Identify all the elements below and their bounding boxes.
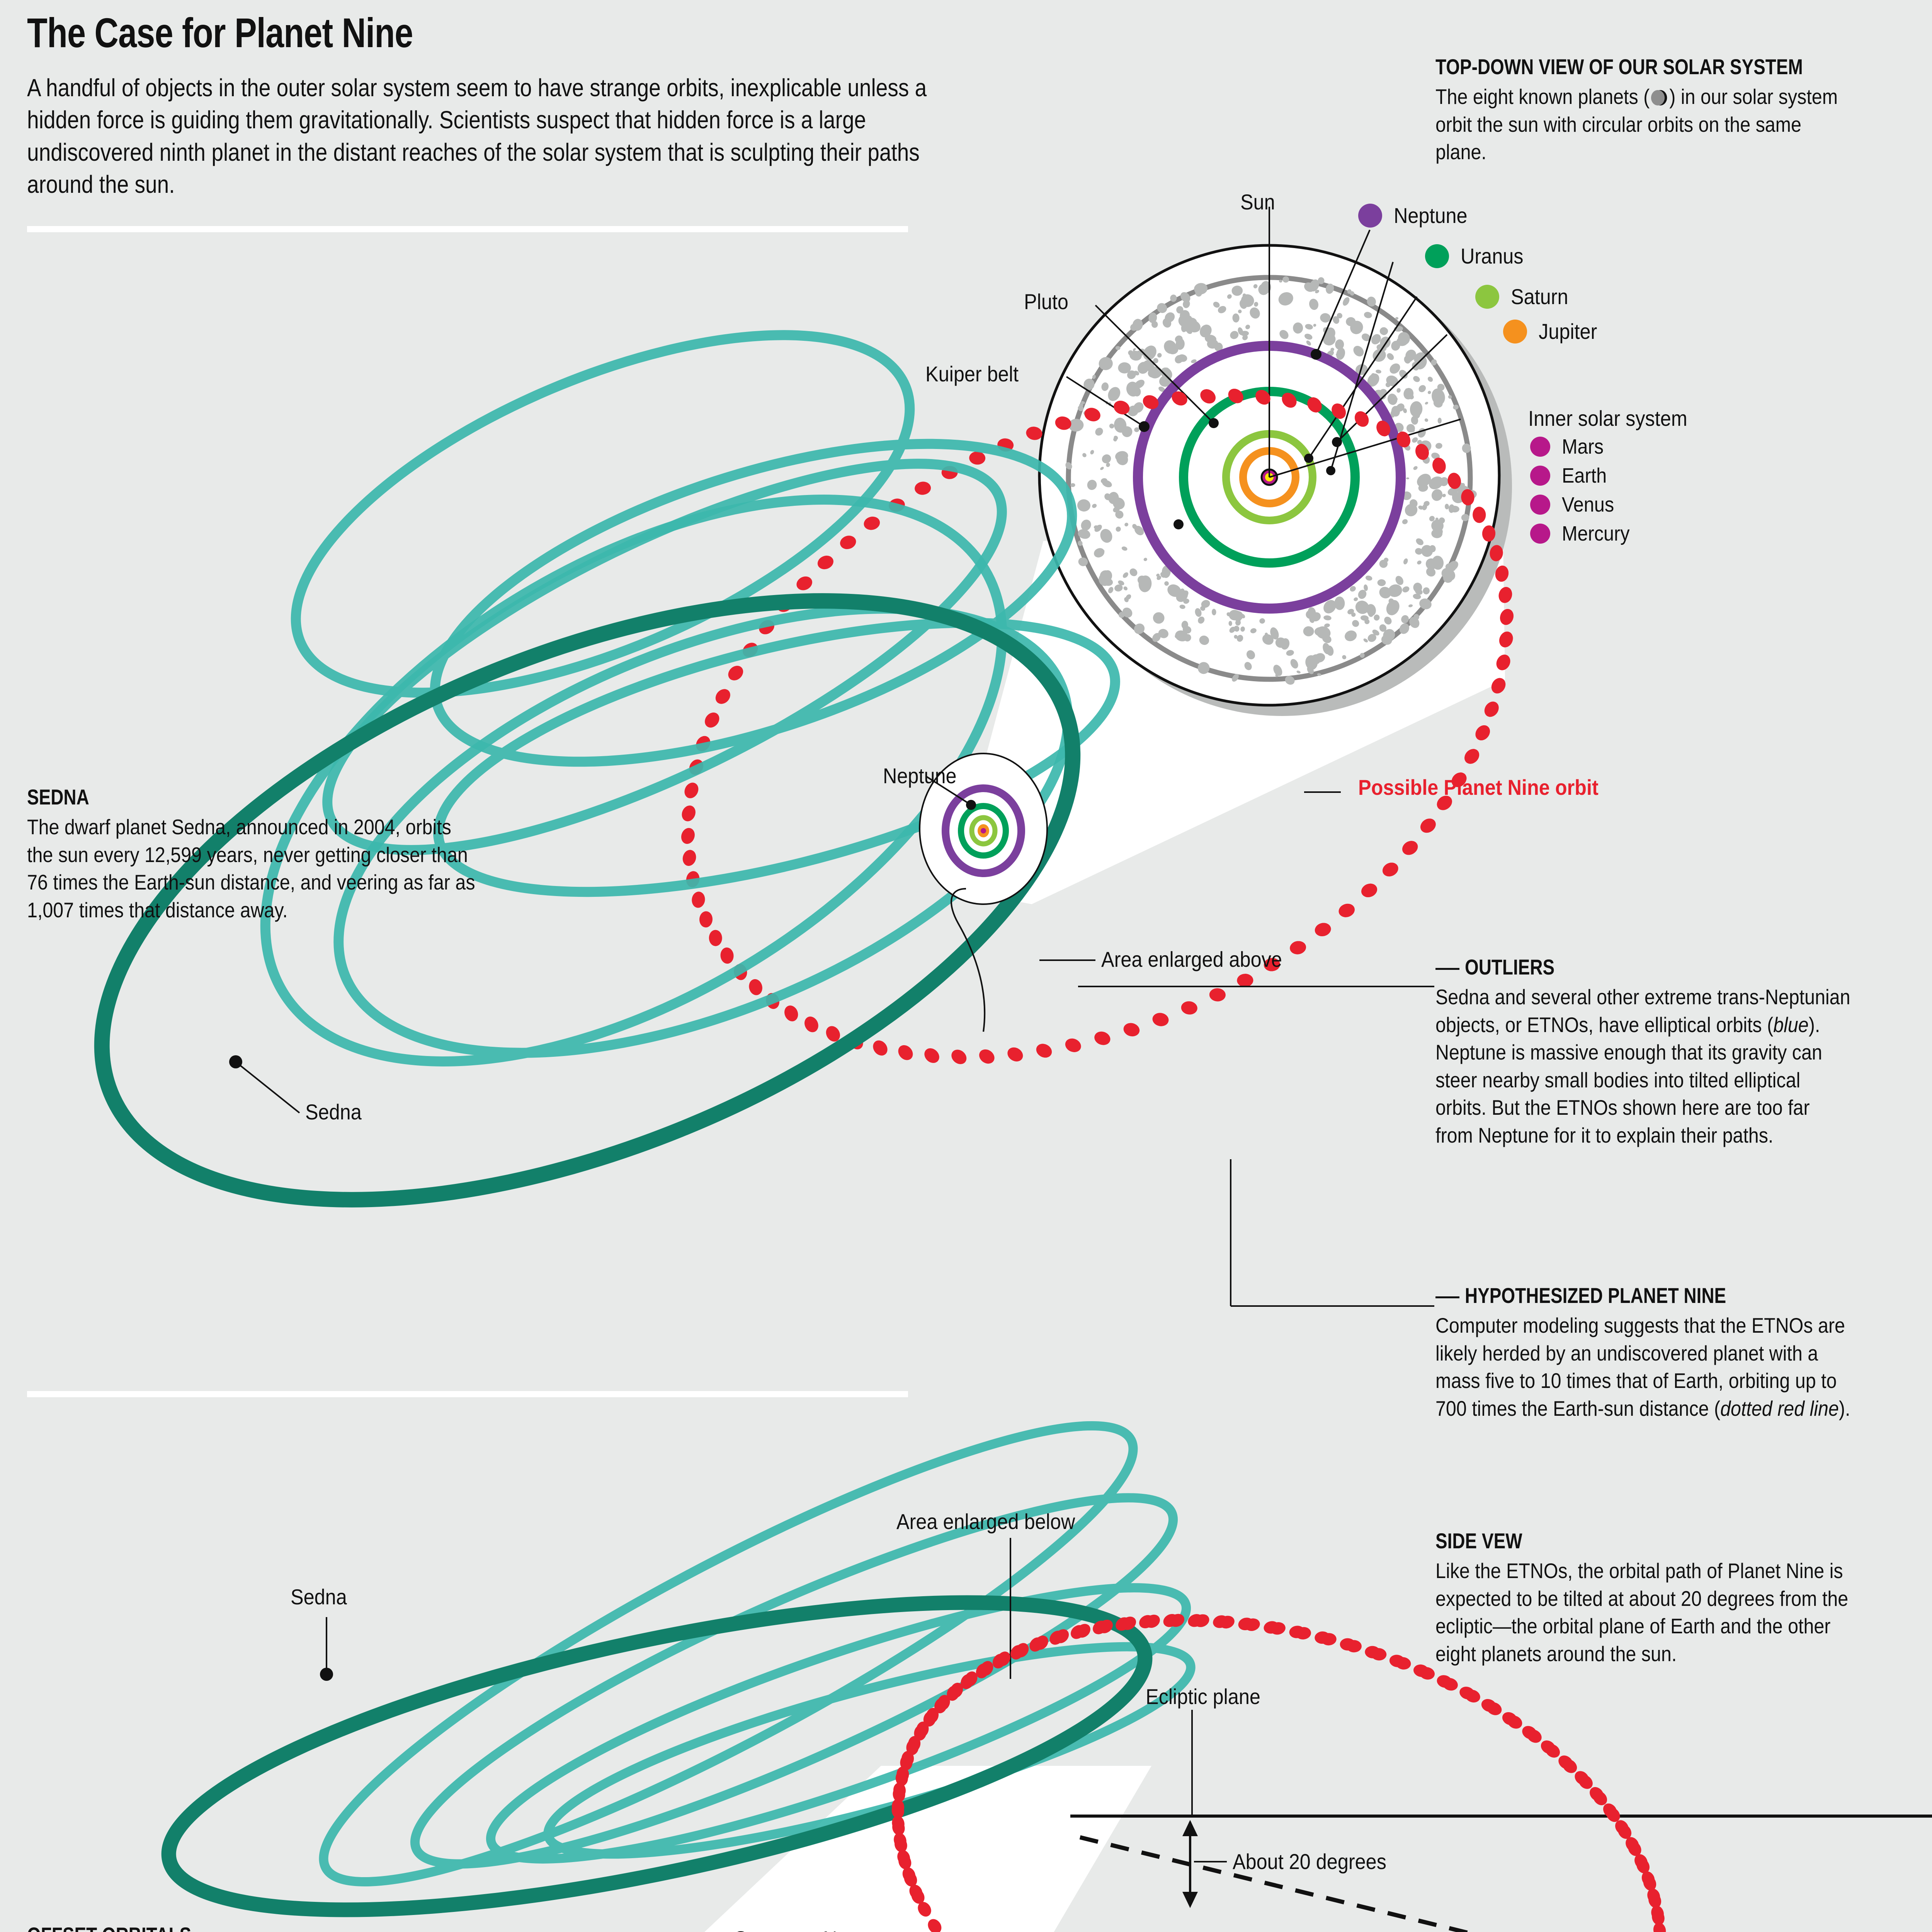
legend-mercury: Mercury	[1530, 522, 1637, 548]
spotlight-wedge-top	[949, 541, 1505, 904]
hypothesized-kicker: HYPOTHESIZED PLANET NINE	[1465, 1283, 1726, 1308]
hypothesized-body-1: Computer modeling suggests that the ETNO…	[1435, 1313, 1845, 1420]
venus-dot-icon	[1530, 495, 1560, 519]
legend-saturn: Saturn	[1475, 284, 1575, 309]
mars-dot-icon	[1530, 437, 1560, 461]
etno-orbits-top-2	[260, 495, 1073, 1066]
legend-label-earth: Earth	[1562, 464, 1607, 487]
mid-inset-solar-system	[919, 753, 1095, 1032]
label-pluto-top: Pluto	[1024, 289, 1068, 314]
label-area-enlarged-below: Area enlarged below	[896, 1509, 1075, 1534]
topdown-body-after: ) in our solar system orbit the sun with…	[1435, 85, 1838, 164]
hypothesized-body-2: ).	[1838, 1396, 1850, 1420]
topdown-kicker: TOP-DOWN VIEW OF OUR SOLAR SYSTEM	[1435, 54, 1803, 79]
legend-label-jupiter: Jupiter	[1539, 319, 1597, 344]
topdown-body: The eight known planets () in our solar …	[1435, 83, 1852, 166]
label-sun-bottom: Sun	[734, 1926, 769, 1932]
hypothesized-body: Computer modeling suggests that the ETNO…	[1435, 1312, 1852, 1422]
side-view-callout: SIDE VEW Like the ETNOs, the orbital pat…	[1435, 1528, 1853, 1668]
hypothesized-body-em: dotted red line	[1720, 1396, 1839, 1420]
spotlight-wedge-bottom	[704, 1766, 1151, 1932]
divider-top	[27, 226, 908, 232]
legend-jupiter: Jupiter	[1503, 319, 1604, 344]
planet-glyph-icon	[1651, 90, 1665, 105]
label-about-20-degrees: About 20 degrees	[1233, 1849, 1386, 1874]
outliers-body-em: blue	[1773, 1012, 1809, 1037]
topdown-callout: TOP-DOWN VIEW OF OUR SOLAR SYSTEM The ei…	[1435, 54, 1853, 166]
label-sedna-top: Sedna	[305, 1100, 362, 1124]
mercury-dot-icon	[1530, 524, 1560, 548]
tilt-dashed-line	[1079, 1820, 1474, 1932]
ecliptic-plane	[1070, 1710, 1932, 1818]
legend-earth: Earth	[1530, 464, 1612, 490]
label-inner-solar-system: Inner solar system	[1528, 406, 1687, 430]
legend-label-uranus: Uranus	[1461, 244, 1524, 268]
sedna-kicker: SEDNA	[27, 785, 89, 809]
leader-dash-outliers	[1435, 968, 1459, 970]
earth-dot-icon	[1530, 466, 1560, 490]
topdown-body-before: The eight known planets (	[1435, 85, 1650, 109]
legend-uranus: Uranus	[1425, 243, 1531, 269]
jupiter-dot-icon	[1503, 319, 1532, 344]
label-neptune-mid: Neptune	[883, 764, 957, 788]
label-sun-top: Sun	[1240, 190, 1275, 214]
divider-middle	[27, 1391, 908, 1397]
legend-venus: Venus	[1530, 493, 1620, 519]
uranus-dot-icon	[1425, 244, 1454, 268]
outliers-kicker: OUTLIERS	[1465, 955, 1555, 979]
hypothesized-callout: HYPOTHESIZED PLANET NINE Computer modeli…	[1435, 1283, 1853, 1422]
header: The Case for Planet Nine A handful of ob…	[27, 9, 939, 201]
label-ecliptic-plane: Ecliptic plane	[1146, 1684, 1260, 1709]
neptune-dot-icon	[1358, 203, 1388, 228]
label-possible-orbit-top: Possible Planet Nine orbit	[1358, 775, 1599, 799]
legend-neptune: Neptune	[1358, 203, 1476, 228]
legend-label-mercury: Mercury	[1562, 522, 1630, 545]
page-title: The Case for Planet Nine	[27, 9, 413, 56]
outliers-body-2: ). Neptune is massive enough that its gr…	[1435, 1012, 1822, 1147]
legend-label-neptune: Neptune	[1394, 203, 1468, 228]
legend-label-venus: Venus	[1562, 493, 1614, 516]
leader-dash-hypothesized	[1435, 1296, 1459, 1298]
callout-leaders	[1078, 791, 1434, 1307]
outliers-callout: OUTLIERS Sedna and several other extreme…	[1435, 954, 1853, 1149]
label-area-enlarged-above: Area enlarged above	[1101, 947, 1282, 971]
label-sedna-bottom: Sedna	[291, 1585, 347, 1609]
label-kuiper-belt: Kuiper belt	[925, 362, 1019, 386]
outliers-body: Sedna and several other extreme trans-Ne…	[1435, 983, 1852, 1149]
saturn-dot-icon	[1475, 284, 1505, 309]
etno-orbits-bottom	[319, 1421, 1196, 1887]
page-deck: A handful of objects in the outer solar …	[27, 74, 927, 198]
side-view-kicker: SIDE VEW	[1435, 1529, 1522, 1553]
planet-nine-orbit-top	[681, 389, 1514, 1064]
side-view-body: Like the ETNOs, the orbital path of Plan…	[1435, 1559, 1849, 1666]
offset-orbitals-kicker: OFFSET ORBITALS	[27, 1922, 407, 1932]
legend-label-saturn: Saturn	[1511, 284, 1568, 309]
legend-mars: Mars	[1530, 435, 1608, 461]
outliers-body-1: Sedna and several other extreme trans-Ne…	[1435, 985, 1850, 1037]
legend-label-mars: Mars	[1562, 435, 1604, 458]
top-down-solar-system	[1038, 207, 1512, 716]
offset-orbitals-callout: OFFSET ORBITALS Sedna and most of the kn…	[27, 1922, 491, 1932]
label-neptune-bottom: Neptune	[823, 1926, 897, 1932]
sedna-callout: SEDNA The dwarf planet Sedna, announced …	[27, 784, 483, 924]
sedna-body: The dwarf planet Sedna, announced in 200…	[27, 815, 475, 922]
